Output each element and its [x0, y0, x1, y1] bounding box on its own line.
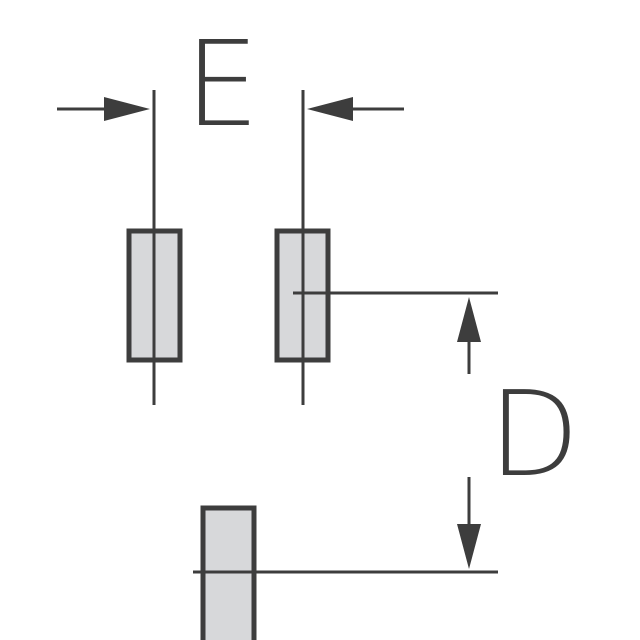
d-up-arrow	[457, 297, 481, 374]
pin-left	[126, 228, 183, 363]
label-e: E	[185, 15, 260, 153]
e-left-arrow	[57, 97, 150, 121]
pin-bottom	[200, 505, 257, 640]
pin-right	[274, 228, 331, 363]
label-d: D	[489, 365, 580, 503]
d-down-arrow	[457, 477, 481, 569]
e-right-arrow	[307, 97, 404, 121]
